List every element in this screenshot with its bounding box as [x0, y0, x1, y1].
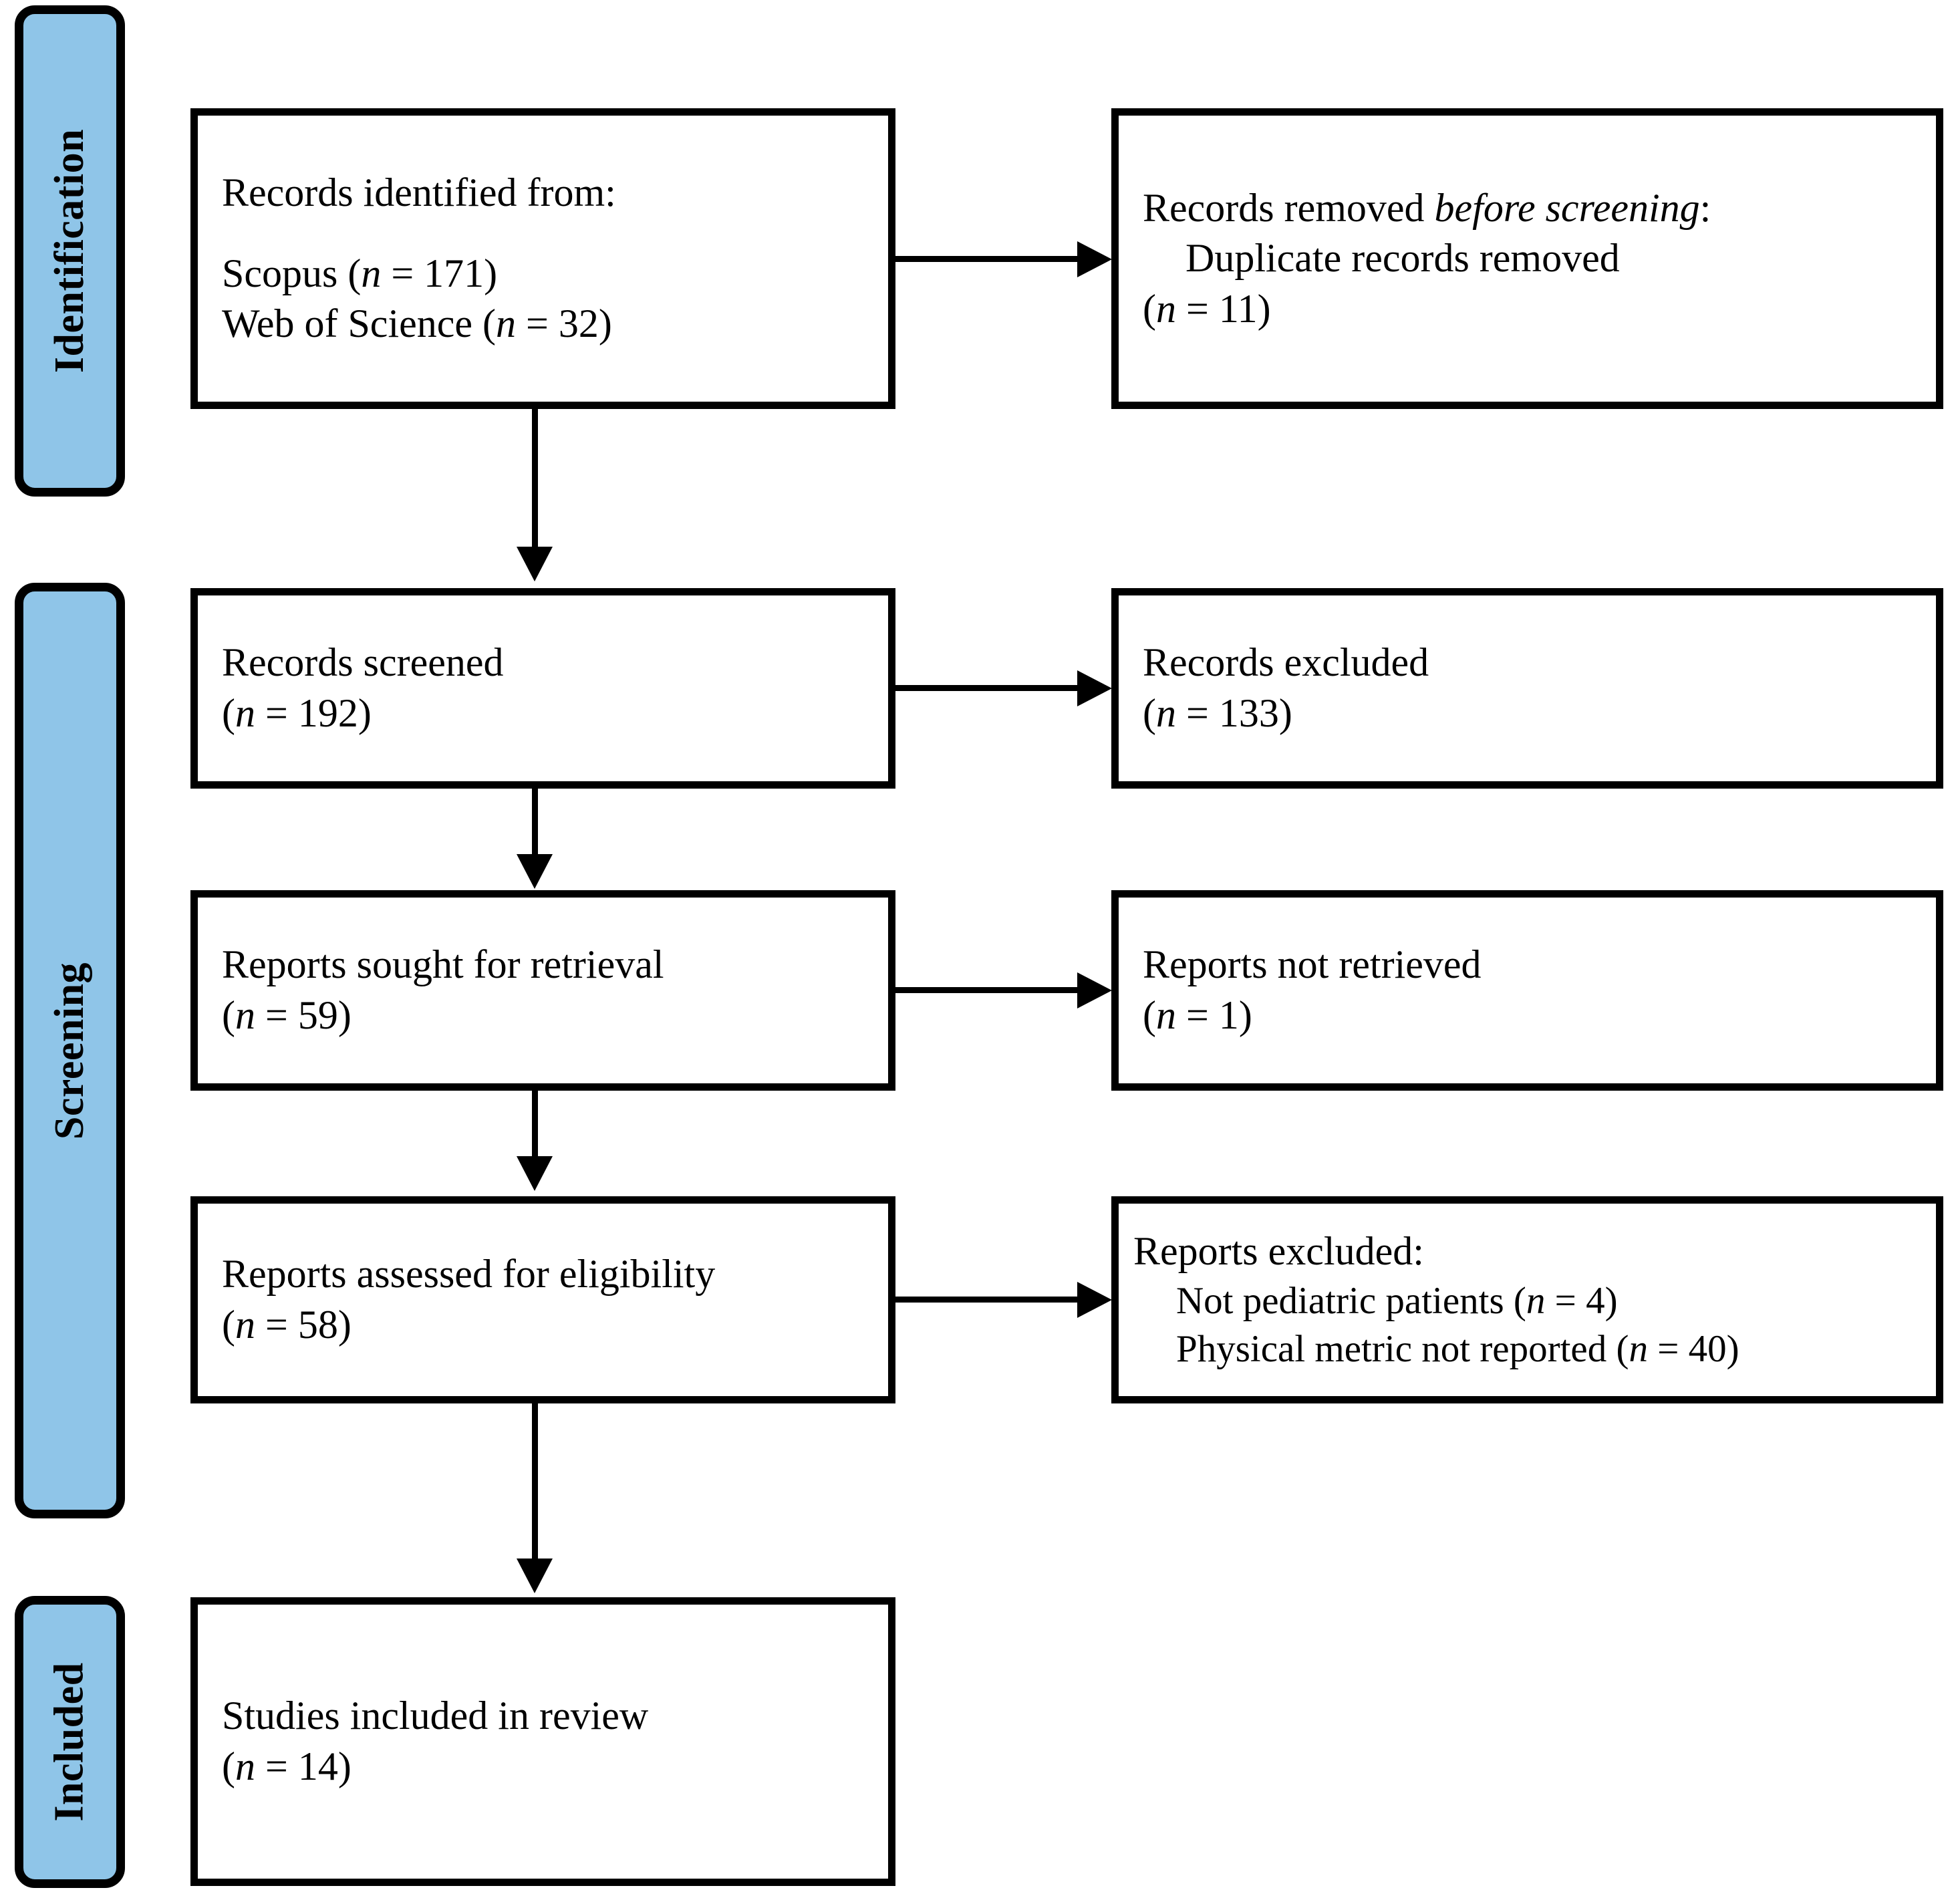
reports-assessed-n-value: = 58) [255, 1303, 352, 1347]
box-records-identified: Records identified from: Scopus (n = 171… [190, 108, 895, 409]
connector-screened-to-excluded-line [895, 685, 1083, 691]
reports-excluded-reason-2-label: Physical metric not reported ( [1176, 1327, 1629, 1370]
reports-excluded-reason-2-n-symbol: n [1629, 1327, 1648, 1370]
reports-excluded-reason-1: Not pediatric patients (n = 4) [1133, 1277, 1921, 1325]
connector-assessed-to-included-line [532, 1403, 538, 1571]
reports-excluded-reason-1-n-symbol: n [1526, 1279, 1546, 1322]
records-excluded-count: (n = 133) [1143, 688, 1912, 739]
phase-bar-screening: Screening [15, 583, 125, 1518]
records-screened-paren-open: ( [222, 691, 235, 735]
records-removed-count: (n = 11) [1143, 284, 1912, 335]
phase-label-included: Included [47, 1662, 93, 1822]
phase-label-identification: Identification [47, 128, 93, 374]
box-records-screened: Records screened (n = 192) [190, 588, 895, 789]
studies-included-count: (n = 14) [222, 1742, 864, 1792]
reports-sought-label: Reports sought for retrieval [222, 942, 664, 987]
connector-identified-to-removed-arrowhead [1077, 241, 1112, 277]
reports-sought-count: (n = 59) [222, 990, 864, 1041]
scopus-n-symbol: n [361, 251, 382, 295]
connector-screened-to-sought-line [532, 789, 538, 869]
connector-identified-to-screened-line [532, 409, 538, 549]
wos-n-symbol: n [495, 301, 516, 346]
box-studies-included: Studies included in review (n = 14) [190, 1597, 895, 1886]
box-reports-excluded: Reports excluded: Not pediatric patients… [1111, 1196, 1943, 1403]
studies-included-n-value: = 14) [255, 1744, 352, 1788]
wos-n-value: = 32) [515, 301, 612, 346]
connector-sought-to-assessed-arrowhead [517, 1156, 553, 1191]
reports-not-retrieved-count: (n = 1) [1143, 990, 1912, 1041]
records-removed-heading-emphasis: before screening [1434, 185, 1700, 230]
reports-excluded-reason-1-label: Not pediatric patients ( [1176, 1279, 1526, 1322]
records-excluded-n-symbol: n [1155, 691, 1176, 735]
wos-label: Web of Science ( [222, 301, 496, 346]
reports-excluded-heading: Reports excluded: [1133, 1229, 1424, 1274]
reports-assessed-paren-open: ( [222, 1303, 235, 1347]
records-excluded-paren-open: ( [1143, 691, 1156, 735]
records-identified-source-wos: Web of Science (n = 32) [222, 299, 864, 350]
phase-bar-identification: Identification [15, 5, 125, 497]
connector-sought-to-not-retrieved-line [895, 987, 1083, 993]
reports-not-retrieved-n-symbol: n [1155, 993, 1176, 1037]
records-screened-n-value: = 192) [255, 691, 372, 735]
reports-assessed-count: (n = 58) [222, 1300, 864, 1351]
box-records-excluded: Records excluded (n = 133) [1111, 588, 1943, 789]
connector-assessed-to-excluded-line [895, 1297, 1083, 1303]
studies-included-label: Studies included in review [222, 1694, 649, 1738]
records-removed-heading-prefix: Records removed [1143, 185, 1435, 230]
records-screened-label: Records screened [222, 640, 504, 685]
scopus-label: Scopus ( [222, 251, 362, 295]
reports-sought-n-value: = 59) [255, 993, 352, 1037]
reports-assessed-n-symbol: n [235, 1303, 255, 1347]
records-excluded-n-value: = 133) [1175, 691, 1292, 735]
reports-not-retrieved-label: Reports not retrieved [1143, 942, 1482, 987]
connector-assessed-to-excluded-arrowhead [1077, 1282, 1112, 1318]
connector-screened-to-sought-arrowhead [517, 854, 553, 889]
phase-label-screening: Screening [47, 962, 92, 1139]
studies-included-n-symbol: n [235, 1744, 255, 1788]
records-excluded-label: Records excluded [1143, 640, 1429, 685]
reports-sought-paren-open: ( [222, 993, 235, 1037]
box-reports-not-retrieved: Reports not retrieved (n = 1) [1111, 890, 1943, 1091]
records-removed-reason: Duplicate records removed [1185, 236, 1620, 281]
reports-excluded-reason-1-n-value: = 4) [1545, 1279, 1618, 1322]
connector-assessed-to-included-arrowhead [517, 1559, 553, 1593]
records-screened-count: (n = 192) [222, 688, 864, 739]
records-identified-source-scopus: Scopus (n = 171) [222, 249, 864, 299]
reports-not-retrieved-paren-open: ( [1143, 993, 1156, 1037]
records-removed-heading: Records removed before screening: [1143, 183, 1912, 234]
phase-bar-included: Included [15, 1596, 125, 1888]
reports-excluded-reason-2: Physical metric not reported (n = 40) [1133, 1325, 1921, 1373]
connector-identified-to-removed-line [895, 256, 1083, 262]
box-reports-assessed: Reports assessed for eligibility (n = 58… [190, 1196, 895, 1403]
records-removed-paren-open: ( [1143, 286, 1156, 331]
box-reports-sought: Reports sought for retrieval (n = 59) [190, 890, 895, 1091]
records-removed-heading-suffix: : [1699, 185, 1711, 230]
records-screened-n-symbol: n [235, 691, 255, 735]
reports-sought-n-symbol: n [235, 993, 255, 1037]
connector-screened-to-excluded-arrowhead [1077, 670, 1112, 706]
box-records-removed: Records removed before screening: Duplic… [1111, 108, 1943, 409]
connector-identified-to-screened-arrowhead [517, 547, 553, 581]
reports-not-retrieved-n-value: = 1) [1175, 993, 1252, 1037]
records-identified-heading: Records identified from: [222, 170, 616, 215]
reports-excluded-reason-2-n-value: = 40) [1647, 1327, 1739, 1370]
connector-sought-to-assessed-line [532, 1091, 538, 1171]
records-removed-n-value: = 11) [1175, 286, 1271, 331]
records-identified-spacer [222, 219, 864, 249]
studies-included-paren-open: ( [222, 1744, 235, 1788]
connector-sought-to-not-retrieved-arrowhead [1077, 972, 1112, 1008]
scopus-n-value: = 171) [381, 251, 498, 295]
reports-assessed-label: Reports assessed for eligibility [222, 1252, 716, 1297]
records-removed-n-symbol: n [1155, 286, 1176, 331]
